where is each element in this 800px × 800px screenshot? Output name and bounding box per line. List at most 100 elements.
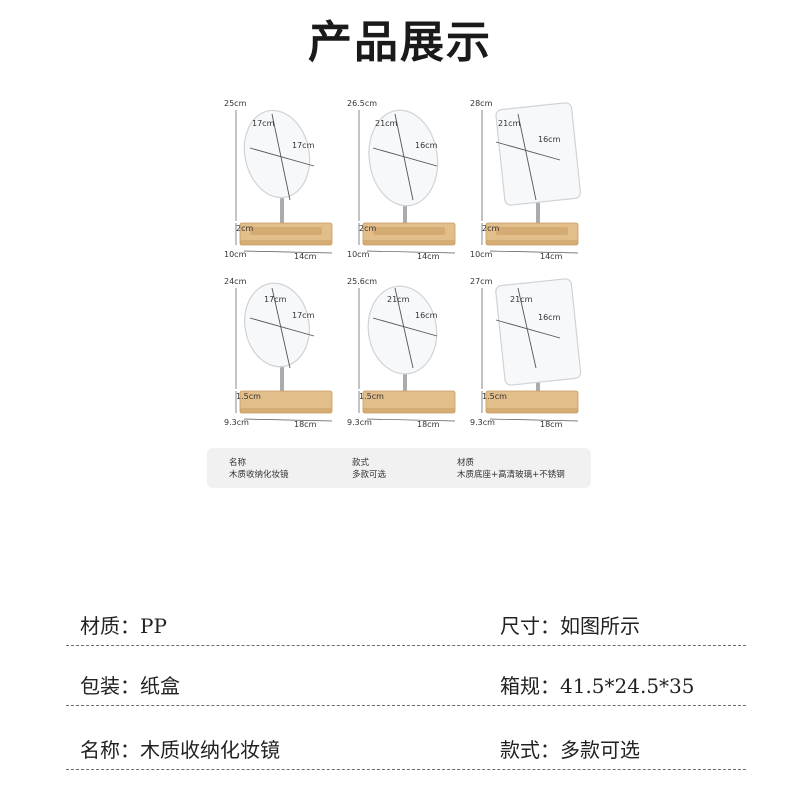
mirror-width-line [372,147,438,167]
spec-material-value: 木质底座+高清玻璃+不锈钢 [457,470,565,480]
mirror-illustration [358,109,456,254]
base-edge [363,408,455,413]
mirror-height-line [271,113,291,201]
base-height-label: 2cm [236,224,254,233]
mirror-illustration [481,278,582,422]
spec-material: 材质 木质底座+高清玻璃+不锈钢 [457,457,565,481]
base-depth-label: 10cm [224,250,247,259]
base-edge [486,240,578,245]
mirror-glass [368,109,439,207]
mirror-width-line [495,319,561,339]
info-style: 款式：多款可选 [500,738,640,762]
spec-material-label: 材质 [457,458,475,468]
mirror-illustration [235,109,333,254]
base-width-line [489,250,579,254]
base-width-line [366,418,456,422]
base-edge [240,408,332,413]
spec-name-label: 名称 [229,458,247,468]
info-row: 名称：木质收纳化妆镜 款式：多款可选 [80,728,740,768]
mirror-width-label: 17cm [252,119,275,128]
product-gallery: 25cm 17cm 17cm 2cm 10cm 14cm 26.5cm 21cm 16cm 2c… [222,92,592,442]
mirror-height-line [517,287,537,369]
base-width-label: 14cm [417,252,440,261]
base-depth-label: 10cm [470,250,493,259]
mirror-width-line [249,147,315,167]
spec-style-value: 多款可选 [352,470,387,480]
info-carton-spec: 箱规：41.5*24.5*35 [500,674,695,698]
height-label: 25cm [224,99,247,108]
mirror-height-label: 16cm [415,311,438,320]
mirror-width-line [495,141,561,161]
mirror-illustration [481,102,582,254]
base-height-label: 1.5cm [359,392,384,401]
divider [66,769,746,770]
stand-pole [536,196,540,225]
mirror-height-line [271,287,291,369]
mirror-height-label: 17cm [292,141,315,150]
storage-tray [250,227,322,235]
height-label: 24cm [224,277,247,286]
mirror-illustration [235,282,333,422]
mirror-glass [243,109,311,199]
info-row: 包装：纸盒 箱规：41.5*24.5*35 [80,664,740,704]
mirror-illustration [358,285,456,422]
mirror-product: 25cm 17cm 17cm 2cm 10cm 14cm [222,92,345,267]
mirror-product: 24cm 17cm 17cm 1.5cm 9.3cm 18cm [222,270,345,445]
base-height-label: 2cm [359,224,377,233]
base-width-label: 14cm [294,252,317,261]
info-name: 名称：木质收纳化妆镜 [80,738,280,762]
base-width-line [366,250,456,254]
base-height-label: 1.5cm [482,392,507,401]
spec-card: 名称 木质收纳化妆镜 款式 多款可选 材质 木质底座+高清玻璃+不锈钢 [207,448,591,488]
mirror-width-label: 21cm [375,119,398,128]
spec-name-value: 木质收纳化妆镜 [229,470,289,480]
divider [66,645,746,646]
base-width-label: 14cm [540,252,563,261]
base-height-label: 1.5cm [236,392,261,401]
mirror-product: 27cm 21cm 16cm 1.5cm 9.3cm 18cm [468,270,591,445]
base-edge [363,240,455,245]
mirror-height-line [517,113,537,201]
mirror-width-label: 21cm [387,295,410,304]
mirror-height-line [394,113,414,201]
spec-name: 名称 木质收纳化妆镜 [229,457,289,481]
mirror-height-label: 16cm [415,141,438,150]
mirror-width-label: 17cm [264,295,287,304]
stand-pole [280,366,284,393]
height-label: 26.5cm [347,99,378,108]
mirror-glass [367,285,438,375]
info-row: 材质：PP 尺寸：如图所示 [80,604,740,644]
base-depth-label: 9.3cm [470,418,495,427]
mirror-product: 25.6cm 21cm 16cm 1.5cm 9.3cm 18cm [345,270,468,445]
base-width-label: 18cm [294,420,317,429]
spec-style: 款式 多款可选 [352,457,386,481]
base-height-label: 2cm [482,224,500,233]
mirror-width-line [249,317,315,337]
base-width-label: 18cm [540,420,563,429]
stand-pole [280,198,284,225]
base-width-line [489,418,579,422]
divider [66,705,746,706]
base-width-line [243,418,333,422]
mirror-height-label: 16cm [538,135,561,144]
base-depth-label: 9.3cm [347,418,372,427]
mirror-width-label: 21cm [510,295,533,304]
height-label: 25.6cm [347,277,378,286]
mirror-width-line [372,317,438,337]
base-width-label: 18cm [417,420,440,429]
base-depth-label: 9.3cm [224,418,249,427]
storage-tray [373,227,445,235]
mirror-height-label: 16cm [538,313,561,322]
info-size: 尺寸：如图所示 [500,614,640,638]
mirror-height-label: 17cm [292,311,315,320]
storage-tray [496,227,568,235]
base-edge [486,408,578,413]
spec-style-label: 款式 [352,458,370,468]
info-packaging: 包装：纸盒 [80,674,180,698]
info-material: 材质：PP [80,614,167,638]
mirror-glass [244,282,310,368]
page-title: 产品展示 [308,17,492,68]
height-label: 27cm [470,277,493,286]
